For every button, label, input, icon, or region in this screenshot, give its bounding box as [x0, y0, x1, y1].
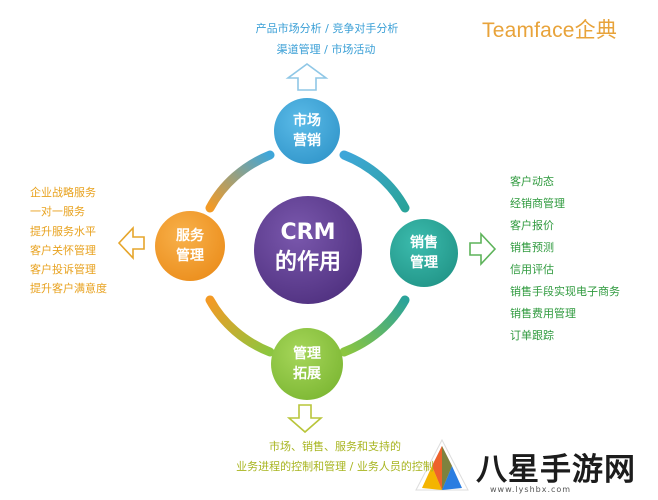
- sales-item: 客户报价: [510, 219, 554, 232]
- marketing-item: 产品市场分析 / 竞争对手分析: [255, 22, 399, 35]
- service-item: 企业战略服务: [30, 186, 96, 199]
- node-top-line1: 市场: [293, 113, 321, 129]
- arrow-up-icon: [285, 63, 329, 91]
- node-right-line2: 管理: [410, 255, 438, 271]
- brand-logo-text: Teamface企典: [482, 19, 618, 42]
- center-line2: 的作用: [274, 250, 341, 275]
- ring-arc-bottom-right: [339, 295, 410, 357]
- sales-item: 客户动态: [510, 175, 554, 188]
- marketing-item: 渠道管理 / 市场活动: [276, 43, 376, 56]
- service-item: 提升服务水平: [30, 224, 96, 238]
- node-circle-right: [390, 219, 458, 287]
- node-circle-left: [155, 211, 225, 281]
- sales-item: 销售手段实现电子商务: [510, 285, 620, 298]
- node-left-line2: 管理: [176, 248, 204, 264]
- sales-item: 信用评估: [510, 263, 554, 276]
- center-label: CRM 的作用: [258, 218, 358, 278]
- node-left-line1: 服务: [176, 228, 204, 244]
- node-circle-bottom: [271, 328, 343, 400]
- watermark: 八星手游网 www.lyshbx.com: [410, 438, 658, 500]
- node-circle-top: [274, 98, 340, 164]
- service-item: 客户投诉管理: [30, 263, 96, 277]
- service-items: 企业战略服务 一对一服务 提升服务水平 客户关怀管理 客户投诉管理 提升客户满意…: [30, 183, 107, 299]
- watermark-url: www.lyshbx.com: [490, 485, 572, 494]
- expansion-item: 市场、销售、服务和支持的: [269, 440, 401, 453]
- watermark-logo-icon: [415, 438, 469, 491]
- node-bottom-line1: 管理: [293, 346, 321, 362]
- marketing-items: 产品市场分析 / 竞争对手分析 渠道管理 / 市场活动: [226, 18, 426, 60]
- sales-item: 经销商管理: [510, 197, 565, 210]
- node-top-line2: 营销: [293, 133, 321, 149]
- node-label-bottom: 管理 拓展: [287, 344, 327, 384]
- arrow-down-icon: [286, 404, 324, 434]
- expansion-item: 业务进程的控制和管理 / 业务人员的控制: [236, 460, 434, 473]
- node-label-top: 市场 营销: [287, 111, 327, 151]
- ring: [205, 150, 410, 357]
- ring-arc-top-right: [339, 150, 410, 213]
- sales-item: 订单跟踪: [510, 329, 554, 342]
- sales-item: 销售预测: [510, 241, 554, 254]
- ring-arc-bottom-left: [205, 295, 275, 357]
- service-item: 客户关怀管理: [30, 243, 96, 257]
- node-label-left: 服务 管理: [170, 226, 210, 266]
- watermark-title: 八星手游网: [476, 452, 636, 488]
- arrow-left-icon: [117, 225, 145, 261]
- service-item: 一对一服务: [30, 205, 85, 219]
- node-right-line1: 销售: [410, 235, 438, 251]
- node-label-right: 销售 管理: [404, 233, 444, 273]
- node-bottom-line2: 拓展: [293, 366, 321, 382]
- sales-item: 销售费用管理: [510, 307, 576, 320]
- center-line1: CRM: [280, 220, 336, 245]
- center-circle: [254, 196, 362, 304]
- arrow-right-icon: [469, 231, 497, 267]
- ring-arc-top-left: [205, 150, 275, 213]
- service-item: 提升客户满意度: [30, 282, 107, 296]
- sales-items: 客户动态 经销商管理 客户报价 销售预测 信用评估 销售手段实现电子商务 销售费…: [510, 171, 620, 347]
- expansion-items: 市场、销售、服务和支持的 业务进程的控制和管理 / 业务人员的控制: [200, 437, 470, 477]
